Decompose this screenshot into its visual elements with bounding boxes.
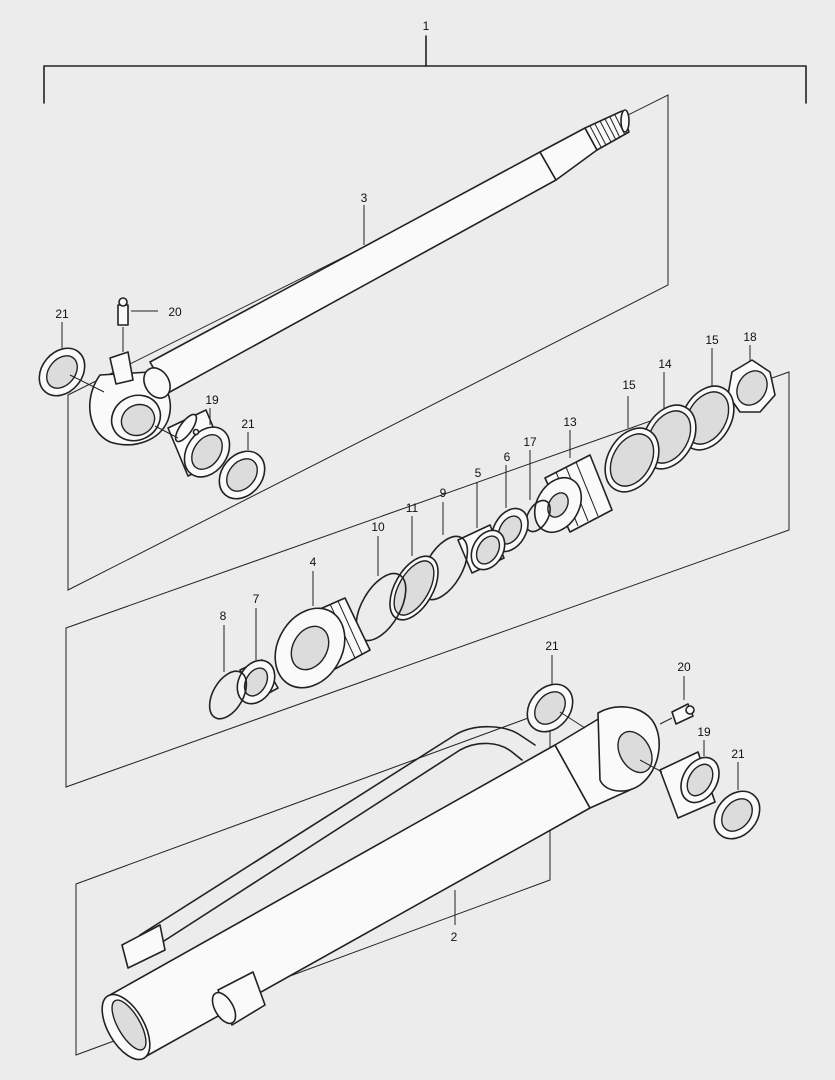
bushing-19-upper [154,408,231,478]
label-ring-15-a: 15 [622,378,636,392]
label-seal-21-a: 21 [55,307,69,321]
label-ring-11: 11 [406,501,419,515]
oring-8 [208,625,248,720]
cylinder-tube [101,706,660,1061]
label-bushing-5: 5 [475,466,482,480]
ring-15-left [604,396,660,493]
label-assembly: 1 [423,19,430,33]
label-seal-21-d: 21 [731,747,745,761]
bushing-19-lower [639,740,720,819]
label-ring-9: 9 [440,486,447,500]
hex-nut [727,345,776,413]
oring-17 [525,450,551,533]
assembly-bracket [43,35,807,104]
label-ring-14: 14 [658,357,672,371]
label-ring-15-b: 15 [705,333,719,347]
label-rod: 3 [361,191,368,205]
label-grease-20-b: 20 [677,660,691,674]
label-ring-6: 6 [504,450,511,464]
piston-rod [89,109,630,446]
label-seal-21-c: 21 [545,639,559,653]
label-grease-20-a: 20 [168,305,182,319]
label-piston: 13 [563,415,577,429]
cylinder-head [274,571,371,689]
ring-7 [236,608,279,705]
piston [533,430,613,534]
label-seal-21-b: 21 [241,417,255,431]
label-nut: 18 [743,330,757,344]
seal-ring-21-lower-left [526,655,586,733]
label-head: 4 [310,555,317,569]
tube-group-frame [75,709,551,1056]
grease-nipple-top [117,297,158,352]
ring-11 [389,516,439,621]
label-ring-7: 7 [253,592,260,606]
label-oring-10: 10 [371,520,385,534]
seal-ring-21-upper-right [218,432,266,500]
label-oring-8: 8 [220,609,227,623]
label-oring-17: 17 [523,435,537,449]
seal-group-frame [65,371,790,788]
bushing-5 [457,482,506,574]
label-tube: 2 [451,930,458,944]
label-bush-19-a: 19 [205,393,219,407]
grease-nipple-lower [659,676,695,725]
label-bush-19-b: 19 [697,725,711,739]
seal-ring-21-lower-right [713,762,761,840]
seal-ring-21-top-left [38,322,105,397]
